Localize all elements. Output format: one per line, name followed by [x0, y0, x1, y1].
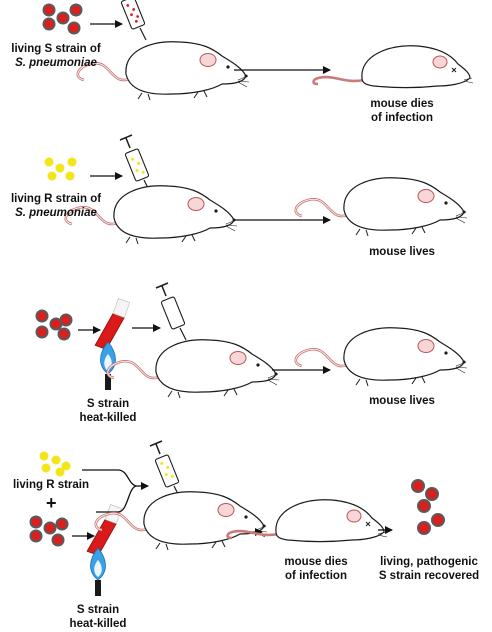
s-bacterium: [55, 517, 69, 531]
test-tube-icon: [94, 298, 131, 352]
row3-treatment-line2: heat-killed: [79, 412, 137, 424]
row2-sample-label-line1: living R strain of: [10, 193, 102, 205]
bunsen-flame-icon: [90, 547, 106, 597]
r-bacterium: [51, 455, 61, 465]
s-bacterium: [69, 3, 83, 17]
mouse-icon: [294, 326, 469, 388]
mouse-icon: [106, 338, 281, 400]
row4-result-label: mouse dies of infection: [268, 555, 364, 583]
mouse-icon: [294, 176, 469, 238]
row4-s-strain-cluster: [29, 515, 69, 547]
row4-treatment-line1: S strain: [76, 604, 120, 616]
s-bacterium: [67, 21, 81, 35]
s-bacterium: [59, 313, 73, 327]
row2-sample-label-line2: S. pneumoniae: [15, 207, 97, 219]
row1-result-label: mouse dies of infection: [352, 97, 452, 125]
row3-result-label: mouse lives: [352, 394, 452, 408]
row4-sample-label-line1: living R strain: [12, 479, 90, 491]
s-bacterium: [29, 529, 43, 543]
r-bacterium: [44, 157, 54, 167]
r-bacterium: [39, 451, 49, 461]
row2-sample-label: living R strain of S. pneumoniae: [2, 192, 110, 220]
row3-treatment-label: S strain heat-killed: [68, 397, 148, 425]
s-bacterium: [35, 309, 49, 323]
s-bacterium: [425, 487, 439, 501]
r-bacterium: [55, 163, 65, 173]
syringe-icon: [115, 0, 147, 41]
row3-s-strain-cluster: [35, 309, 73, 341]
row4-recovered-line2: S strain recovered: [378, 570, 480, 582]
row2-r-strain-cluster: [44, 157, 77, 181]
row2-result-line1: mouse lives: [369, 246, 435, 258]
r-bacterium: [61, 461, 71, 471]
row1-sample-label-line2: S. pneumoniae: [15, 57, 97, 69]
syringe-icon: [149, 440, 181, 499]
s-bacterium: [417, 521, 431, 535]
s-bacterium: [57, 327, 71, 341]
s-bacterium: [417, 499, 431, 513]
s-bacterium: [29, 515, 43, 529]
s-bacterium: [42, 3, 56, 17]
r-bacterium: [55, 467, 65, 477]
recovered-s-strain-cluster: [411, 479, 445, 535]
s-bacterium: [411, 479, 425, 493]
s-bacterium: [56, 11, 70, 25]
row1-result-line1: mouse dies: [370, 98, 434, 110]
row4-recovered-label: living, pathogenic S strain recovered: [370, 555, 488, 583]
s-bacterium: [42, 17, 56, 31]
row4-plus-sign: +: [46, 493, 57, 513]
row4-sample-label: living R strain: [6, 478, 96, 492]
row3-result-line1: mouse lives: [369, 395, 435, 407]
row4-treatment-line2: heat-killed: [69, 618, 127, 630]
row1-sample-label-line1: living S strain of: [11, 43, 101, 55]
row4-r-strain-cluster: [39, 451, 71, 477]
s-bacterium: [51, 533, 65, 547]
row1-s-strain-cluster: [42, 3, 83, 35]
s-bacterium: [35, 325, 49, 339]
r-bacterium: [47, 171, 57, 181]
s-bacterium: [43, 521, 57, 535]
row1-sample-label: living S strain of S. pneumoniae: [2, 42, 110, 70]
row4-recovered-line1: living, pathogenic: [380, 556, 478, 568]
s-bacterium: [431, 513, 445, 527]
dead-mouse-icon: [312, 44, 475, 89]
syringe-icon: [119, 134, 151, 193]
r-bacterium: [41, 463, 51, 473]
row4-result-line2: of infection: [285, 570, 347, 582]
row2-result-label: mouse lives: [352, 245, 452, 259]
syringe-icon: [155, 282, 187, 341]
row3-treatment-line1: S strain: [86, 398, 130, 410]
row1-result-line2: of infection: [371, 112, 433, 124]
row4-result-line1: mouse dies: [284, 556, 348, 568]
r-bacterium: [65, 171, 75, 181]
row4-treatment-label: S strain heat-killed: [58, 603, 138, 631]
r-bacterium: [67, 157, 77, 167]
mouse-icon: [94, 490, 269, 552]
